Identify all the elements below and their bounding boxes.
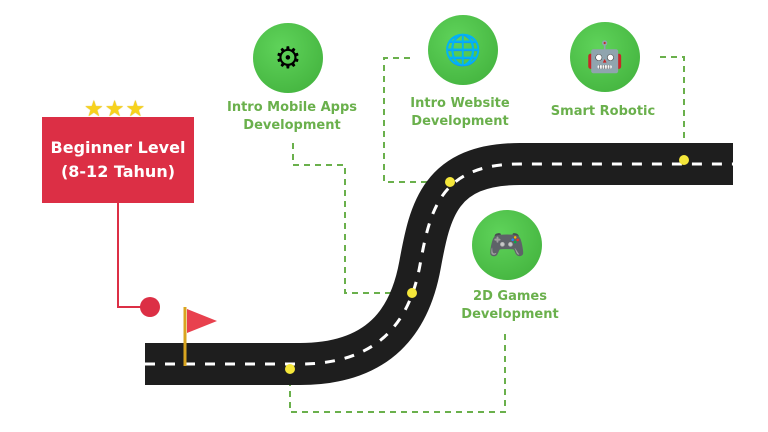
milestone-label: Development: [411, 114, 509, 129]
milestone-robotic: Smart Robotic: [551, 103, 655, 121]
level-title: Beginner Level: [50, 138, 186, 157]
flag-icon: [183, 307, 217, 366]
milestone-dots: [285, 155, 689, 374]
milestone-label: Intro Website: [410, 96, 510, 111]
milestone-label: Development: [243, 118, 341, 133]
robot-icon: 🤖: [570, 22, 640, 92]
code-window-gear-icon: ⚙: [253, 23, 323, 93]
level-badge: Beginner Level (8-12 Tahun): [42, 117, 194, 203]
road-lane-marks: [145, 162, 733, 366]
road: [145, 143, 733, 385]
level-age: (8-12 Tahun): [60, 162, 176, 181]
milestone-label: Development: [461, 307, 559, 322]
level-pointer-line: [117, 203, 150, 308]
connectors: [289, 56, 685, 413]
milestone-label: Smart Robotic: [550, 104, 656, 119]
milestone-label: 2D Games: [473, 289, 547, 304]
game-controller-icon: 🎮: [472, 210, 542, 280]
start-marker: [140, 297, 160, 317]
milestone-label: Intro Mobile Apps: [226, 100, 358, 115]
globe-icon: 🌐: [428, 15, 498, 85]
star-rating: ★★★: [84, 97, 147, 122]
